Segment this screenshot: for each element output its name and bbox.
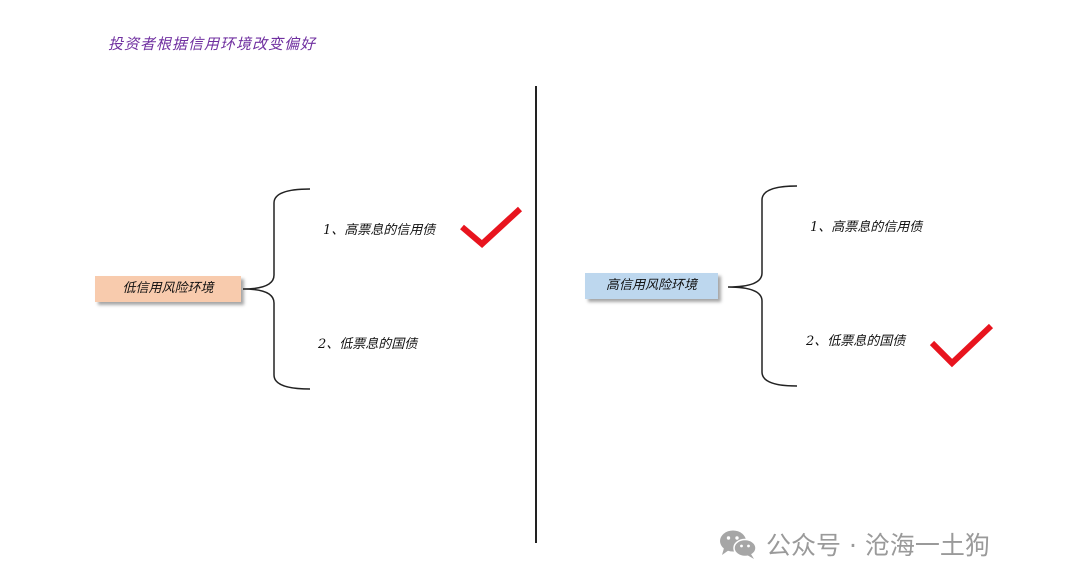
right-check-icon [929, 323, 994, 368]
left-item-high-coupon-credit-bond: 1、高票息的信用债 [323, 223, 436, 238]
left-brace [242, 188, 311, 390]
high-credit-risk-box: 高信用风险环境 [585, 273, 718, 299]
watermark-text: 公众号 · 沧海一土狗 [766, 531, 990, 560]
watermark: 公众号 · 沧海一土狗 [718, 525, 990, 563]
page-title: 投资者根据信用环境改变偏好 [108, 35, 317, 53]
left-item-low-coupon-treasury: 2、低票息的国债 [318, 337, 418, 352]
center-divider [535, 86, 537, 543]
right-item-low-coupon-treasury: 2、低票息的国债 [806, 334, 906, 349]
low-credit-risk-box: 低信用风险环境 [95, 276, 241, 302]
left-check-icon [460, 206, 523, 249]
right-brace [727, 185, 798, 387]
wechat-icon [720, 530, 757, 559]
right-item-high-coupon-credit-bond: 1、高票息的信用债 [810, 220, 923, 235]
